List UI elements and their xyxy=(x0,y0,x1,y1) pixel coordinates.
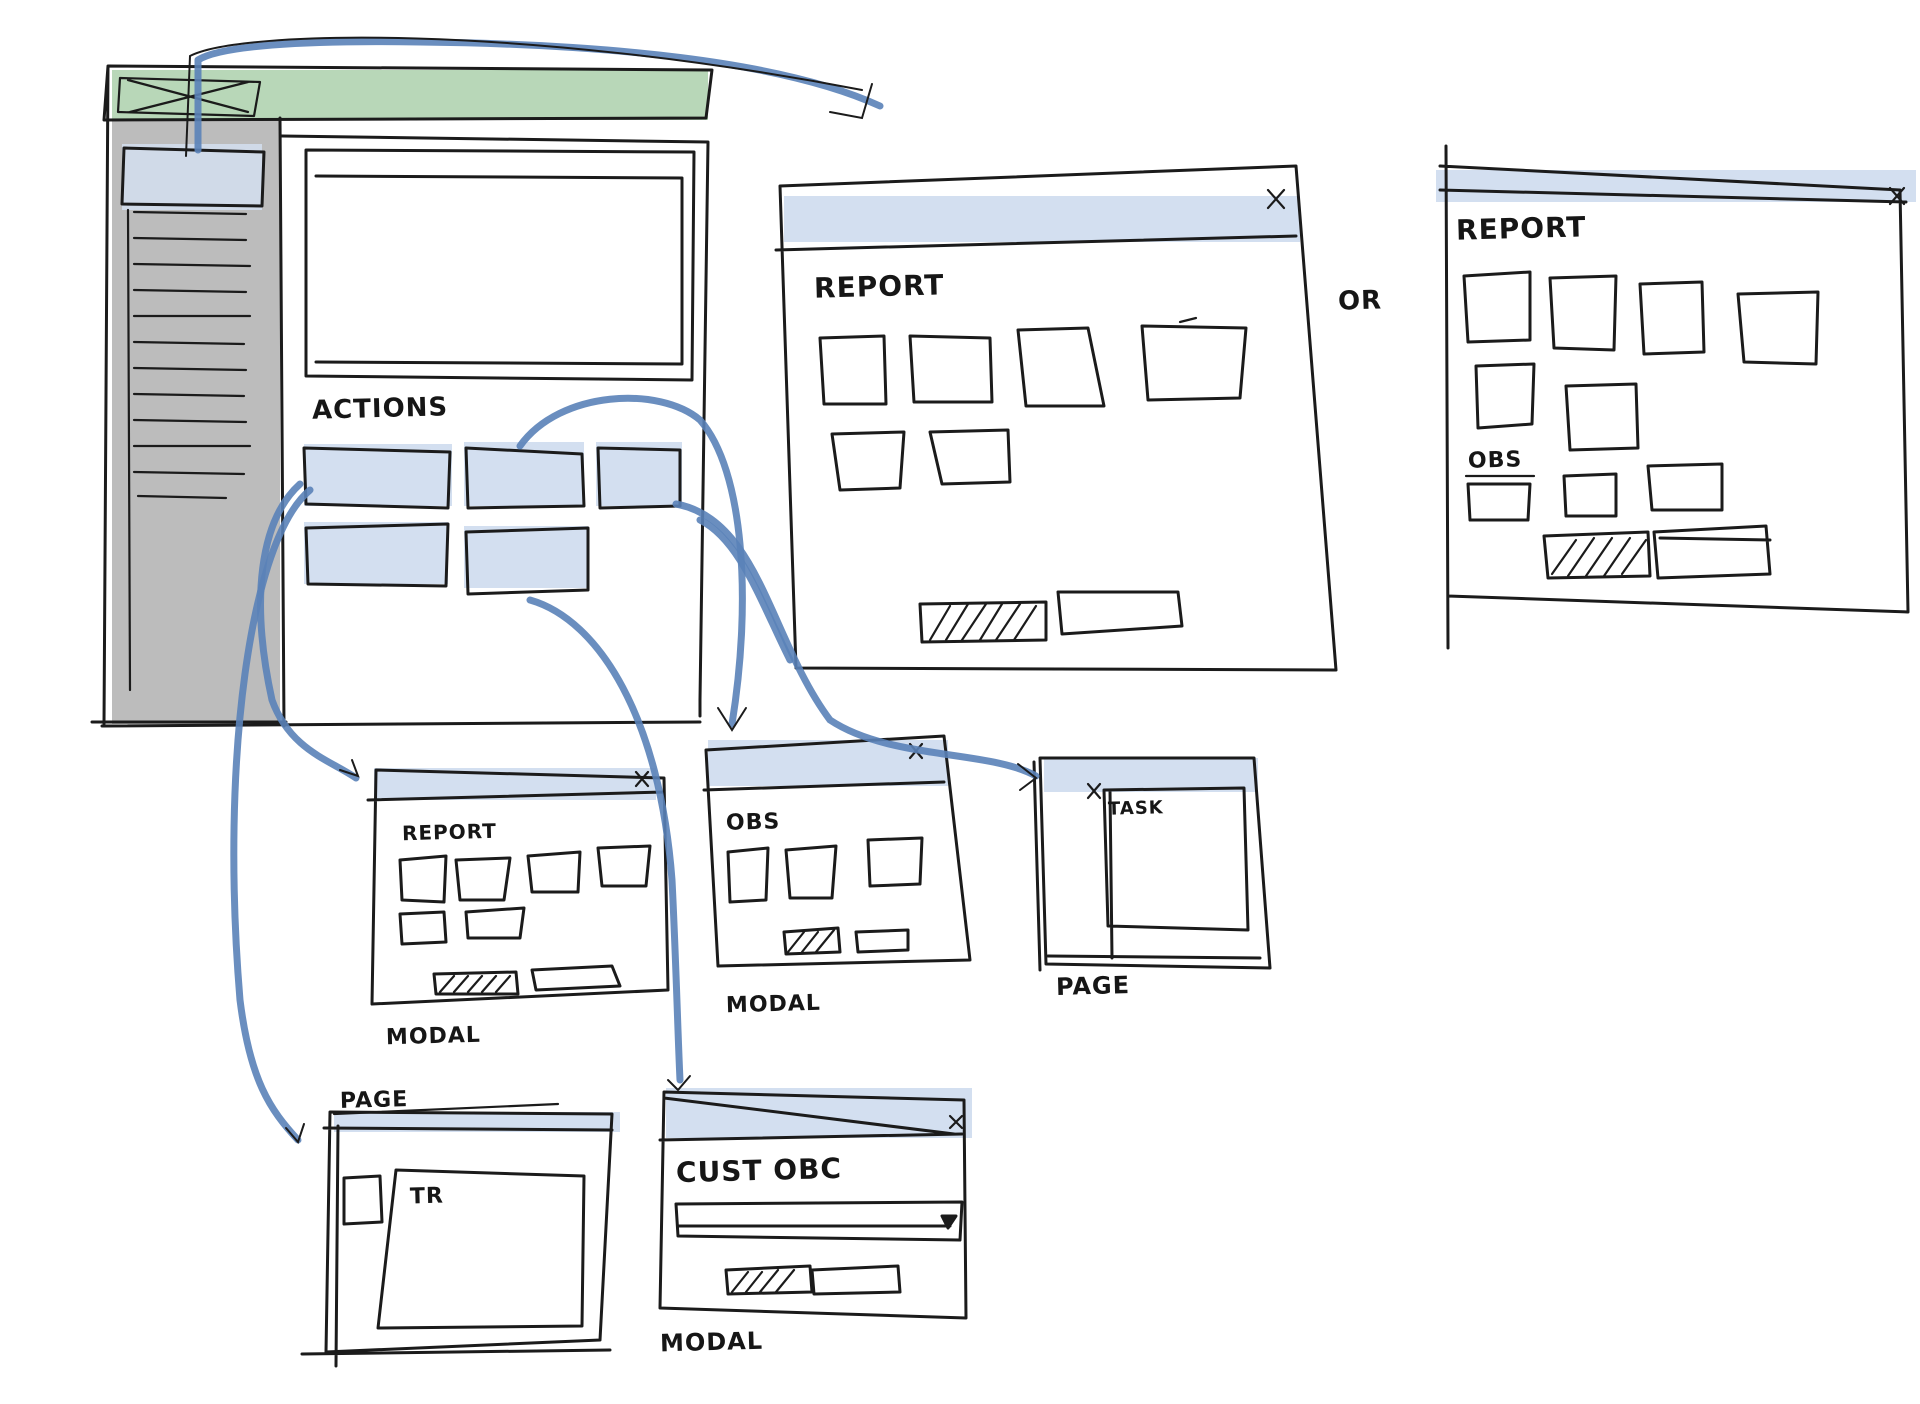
tr-page-header xyxy=(334,1112,620,1132)
report-modal-alt-wireframe xyxy=(1436,144,1916,650)
action-button-3 xyxy=(596,442,682,506)
tr-page-wireframe xyxy=(300,1102,620,1368)
cust-obs-modal-caption: MODAL xyxy=(659,1326,764,1358)
obs-modal-wireframe xyxy=(702,734,972,968)
arrow-action2-to-obs-modal xyxy=(516,394,746,728)
sidebar-selected-item xyxy=(122,144,262,210)
arrow-topbar-to-report xyxy=(194,38,884,154)
action-button-4 xyxy=(304,522,448,584)
task-page-title: TASK xyxy=(1107,797,1164,820)
tr-page-title: TR xyxy=(409,1183,445,1210)
arrow-action1-to-report-modal xyxy=(257,480,360,782)
report-modal-alt-title: REPORT xyxy=(1455,210,1587,247)
arrow-action3-to-task-page xyxy=(672,500,1040,780)
report-modal-large-header xyxy=(784,196,1300,242)
cust-obs-modal-wireframe xyxy=(658,1088,972,1320)
task-page-header xyxy=(1044,758,1258,792)
arrow-action3-to-report-large xyxy=(696,516,794,664)
report-modal-large-title: REPORT xyxy=(813,268,945,305)
main-screen-wireframe xyxy=(90,64,714,728)
task-page-caption: PAGE xyxy=(1055,971,1131,1001)
arrow-action1-to-tr-page xyxy=(230,486,314,1144)
report-modal-alt-obs-label: OBS xyxy=(1467,447,1523,474)
report-modal-large-wireframe xyxy=(774,164,1338,672)
report-modal-small-wireframe xyxy=(366,768,670,1006)
action-button-1 xyxy=(304,444,452,506)
obs-modal-caption: MODAL xyxy=(725,990,822,1019)
task-page-wireframe xyxy=(1032,756,1272,972)
actions-label: ACTIONS xyxy=(311,392,449,426)
report-modal-small-title: REPORT xyxy=(401,818,498,846)
cust-obs-modal-title: CUST OBC xyxy=(675,1151,843,1190)
or-label: OR xyxy=(1337,285,1383,317)
arrow-action5-to-cust-obs-modal xyxy=(526,596,684,1084)
top-bar-highlight xyxy=(112,70,708,120)
tr-page-top-caption: PAGE xyxy=(339,1087,409,1114)
report-modal-small-caption: MODAL xyxy=(385,1022,482,1051)
obs-modal-title: OBS xyxy=(725,809,781,836)
action-button-5 xyxy=(464,526,588,588)
flow-arrows xyxy=(185,36,1040,1144)
